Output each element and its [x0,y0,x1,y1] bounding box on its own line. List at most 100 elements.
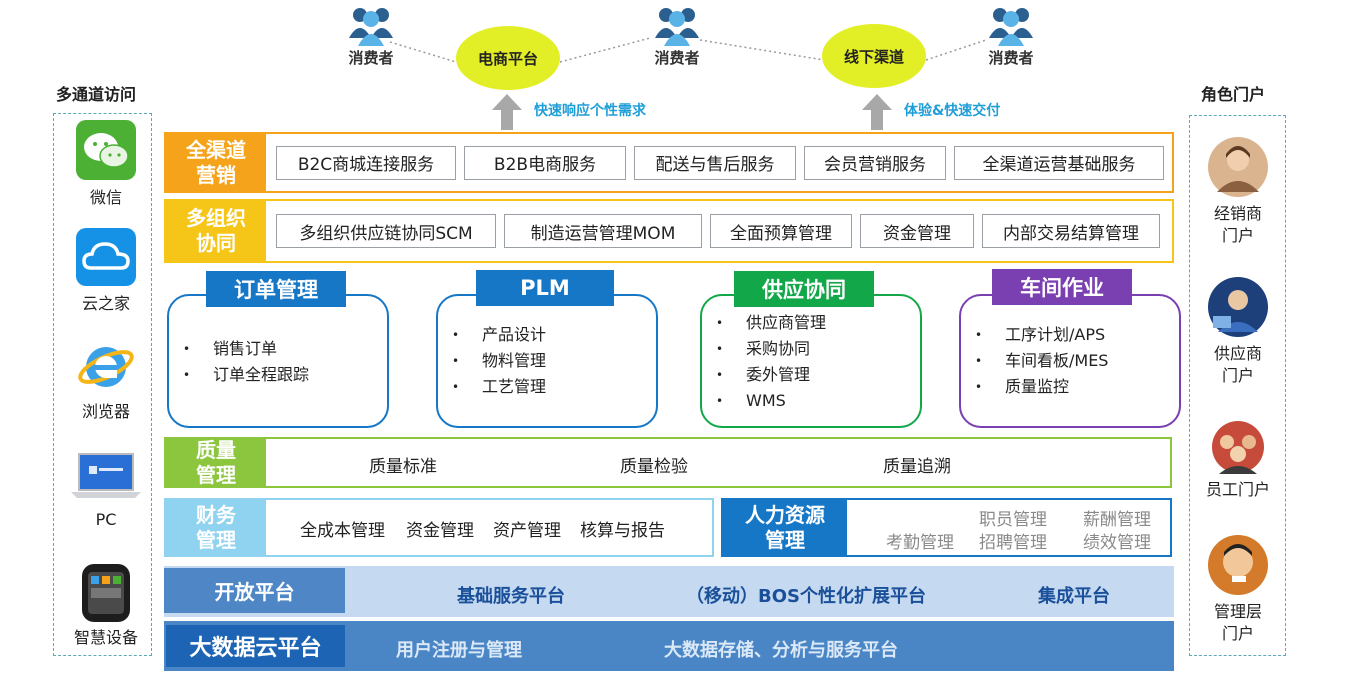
module-item: 质量监控 [971,374,1108,400]
multi-org-head-line2: 协同 [196,231,236,255]
channel-label: 微信 [89,188,122,207]
quality-band: 质量管理 [164,437,1172,488]
consumer-label: 消费者 [654,49,700,67]
consumer-3: 消费者 [976,4,1046,68]
omni-channel-band: 全渠道营销 B2C商城连接服务 B2B电商服务 配送与售后服务 会员营销服务 全… [164,132,1174,193]
quality-item[interactable]: 质量追溯 [883,457,951,477]
bigdata-item[interactable]: 大数据存储、分析与服务平台 [664,640,898,661]
portal-label-line1: 经销商 [1213,204,1262,223]
finance-item[interactable]: 核算与报告 [580,521,665,541]
multi-org-item[interactable]: 全面预算管理 [710,214,852,248]
finance-band: 财务管理 [164,498,714,557]
module-card-plm[interactable]: 产品设计 物料管理 工艺管理 [436,294,658,428]
portal-distributor[interactable]: 经销商 门户 [1190,136,1286,246]
finance-head-line1: 财务 [196,502,236,527]
right-panel-box [1189,115,1286,656]
open-platform-item[interactable]: 基础服务平台 [457,586,565,607]
up-arrow-icon [492,94,522,130]
module-title-plm: PLM [476,270,614,306]
bigdata-platform-head: 大数据云平台 [166,625,345,667]
consumer-icon [655,8,699,46]
top-connector-lines [389,37,987,63]
omni-head-line1: 全渠道 [186,137,246,162]
consumer-2: 消费者 [642,4,712,68]
finance-item[interactable]: 资产管理 [493,521,561,541]
hr-head-line1: 人力资源 [745,502,825,527]
portal-label-line2: 门户 [1221,624,1254,643]
consumer-icon [989,8,1033,46]
hr-item[interactable]: 薪酬管理 [1083,510,1151,530]
arrow-caption-left: 快速响应个性需求 [534,103,646,119]
portal-management[interactable]: 管理层 门户 [1190,534,1286,644]
portal-supplier[interactable]: 供应商 门户 [1190,276,1286,386]
finance-item[interactable]: 全成本管理 [300,521,385,541]
quality-item[interactable]: 质量标准 [369,457,437,477]
portal-label-line1: 员工门户 [1205,480,1270,499]
channel-label: 浏览器 [81,402,130,421]
finance-item[interactable]: 资金管理 [406,521,474,541]
ie-browser-icon [78,347,134,387]
module-card-workshop[interactable]: 工序计划/APS 车间看板/MES 质量监控 [959,294,1181,428]
omni-item[interactable]: 配送与售后服务 [634,145,796,180]
module-title-order: 订单管理 [206,271,346,307]
consumer-label: 消费者 [988,49,1034,67]
omni-item[interactable]: 全渠道运营基础服务 [954,145,1164,180]
channel-label: 云之家 [81,294,130,313]
module-title-workshop: 车间作业 [992,269,1132,305]
multi-org-item[interactable]: 资金管理 [860,214,974,248]
hr-item[interactable]: 考勤管理 [886,533,954,553]
omni-item[interactable]: B2B电商服务 [464,145,626,180]
open-platform-item[interactable]: 集成平台 [1038,586,1110,607]
supplier-avatar [1208,277,1268,337]
cloud-icon [76,228,136,286]
channel-smart-device[interactable]: 智慧设备 [56,560,156,648]
hr-item[interactable]: 招聘管理 [979,533,1047,553]
channel-wechat[interactable]: 微信 [56,120,156,208]
module-card-order[interactable]: 销售订单 订单全程跟踪 [167,294,389,428]
module-item: WMS [712,388,826,414]
channel-yunzhijia[interactable]: 云之家 [56,228,156,314]
bigdata-item[interactable]: 用户注册与管理 [396,640,522,661]
hr-band: 人力资源管理 [721,498,1172,557]
portal-label-line2: 门户 [1221,366,1254,385]
quality-head: 质量管理 [166,437,266,487]
multi-org-item[interactable]: 内部交易结算管理 [982,214,1160,248]
hr-item[interactable]: 绩效管理 [1083,533,1151,553]
omni-item[interactable]: 会员营销服务 [804,145,946,180]
channel-pc[interactable]: PC [56,452,156,530]
hr-head-line2: 管理 [765,527,805,552]
consumer-icon [349,8,393,46]
channel-label: PC [95,510,117,529]
multi-org-band: 多组织协同 多组织供应链协同SCM 制造运营管理MOM 全面预算管理 资金管理 … [164,199,1174,263]
module-item: 采购协同 [712,336,826,362]
module-item: 物料管理 [448,348,546,374]
omni-item[interactable]: B2C商城连接服务 [276,145,456,180]
open-platform-item[interactable]: （移动）BOS个性化扩展平台 [686,586,926,607]
quality-head-line1: 质量 [196,437,236,462]
multi-org-item[interactable]: 多组织供应链协同SCM [276,214,496,248]
smart-watch-icon [82,564,130,622]
portal-employee[interactable]: 员工门户 [1190,420,1286,500]
arrow-caption-right: 体验&快速交付 [904,103,1001,119]
omni-channel-head: 全渠道营销 [166,134,266,191]
portal-label-line2: 门户 [1221,226,1254,245]
module-card-supply[interactable]: 供应商管理 采购协同 委外管理 WMS [700,294,922,428]
hr-head: 人力资源管理 [723,500,847,555]
module-item: 工艺管理 [448,374,546,400]
channel-browser[interactable]: 浏览器 [56,340,156,422]
quality-item[interactable]: 质量检验 [620,457,688,477]
up-arrow-icon [862,94,892,130]
left-panel-box [53,113,152,656]
left-panel-title: 多通道访问 [56,85,137,104]
open-platform-head: 开放平台 [164,568,345,613]
quality-head-line2: 管理 [196,462,236,487]
wechat-icon [76,120,136,180]
multi-org-item[interactable]: 制造运营管理MOM [504,214,702,248]
module-item: 销售订单 [179,336,309,362]
module-item: 工序计划/APS [971,322,1108,348]
employee-avatar [1212,421,1264,474]
module-item: 供应商管理 [712,310,826,336]
hr-item[interactable]: 职员管理 [979,510,1047,530]
consumer-1: 消费者 [336,4,406,68]
module-title-supply: 供应协同 [734,271,874,307]
